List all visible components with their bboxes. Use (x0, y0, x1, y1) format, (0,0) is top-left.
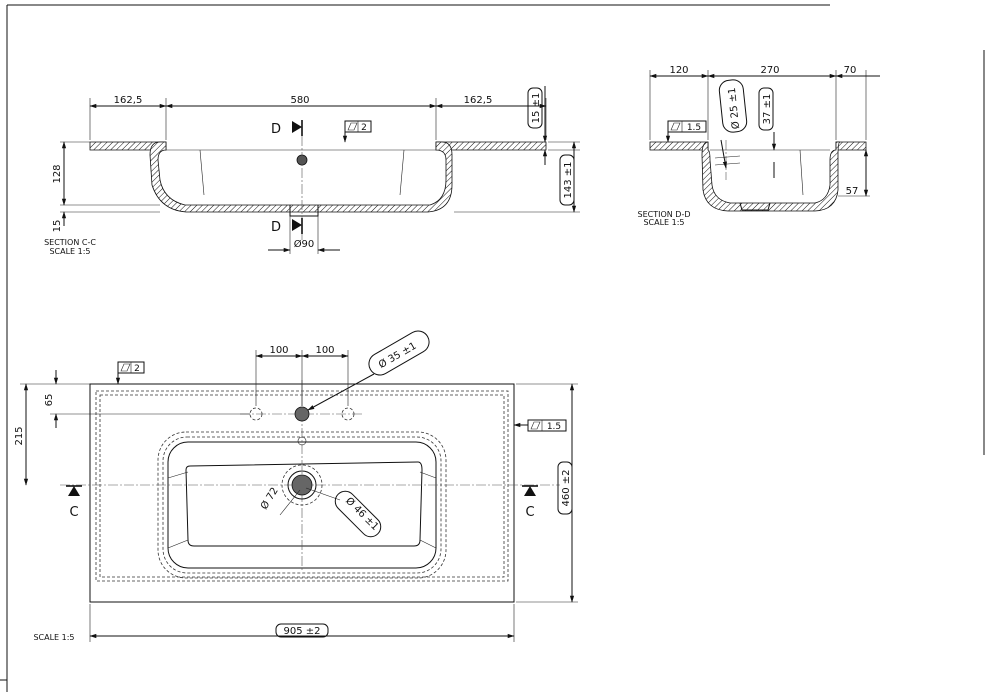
dim-to-center: 215 (14, 426, 25, 445)
section-cc: 162,5 580 162,5 15 ±1 143 ±1 128 15 2 D … (44, 86, 580, 256)
dim-dd-side: 57 (846, 186, 859, 197)
plan-scale: SCALE 1:5 (33, 633, 74, 642)
dim-cc-left: 162,5 (114, 95, 143, 106)
dim-width: 905 ±2 (283, 626, 320, 637)
dim-cc-drain: Ø90 (294, 238, 315, 250)
cc-cut-letter-top: D (271, 122, 281, 137)
section-cc-title: SECTION C-C (44, 238, 96, 247)
cc-cut-letter-bottom: D (271, 220, 281, 235)
section-dd: 120 270 70 Ø 25 ±1 37 ±1 57 1.5 SECTION … (638, 65, 880, 227)
plan-flatness-right-value: 1.5 (547, 422, 561, 432)
dim-drain-inner: Ø 46 ±1 (343, 495, 381, 533)
sheet-frame (0, 4, 985, 692)
dim-hole-spacing-right: 100 (315, 345, 334, 356)
plan-cut-letter-left: C (69, 505, 78, 520)
plan-cut-letter-right: C (525, 505, 534, 520)
dim-edge-offset: 65 (44, 394, 55, 407)
dim-dd-depth: 37 ±1 (762, 94, 773, 125)
cc-flatness-value: 2 (361, 123, 367, 133)
section-dd-title: SECTION D-D (638, 210, 691, 219)
dim-cc-height: 128 (52, 164, 63, 183)
dim-dd-left: 120 (669, 65, 688, 76)
dim-drain-outer: Ø 72 (258, 485, 281, 512)
dim-dd-hole: Ø 25 ±1 (726, 87, 742, 130)
dim-hole-spacing-left: 100 (269, 345, 288, 356)
section-cc-scale: SCALE 1:5 (49, 247, 90, 256)
plan-view: 100 100 Ø 35 ±1 65 215 460 ±2 905 ±2 Ø 7… (14, 330, 578, 642)
dd-flatness-value: 1.5 (687, 123, 701, 133)
dim-dd-middle: 270 (760, 65, 779, 76)
dim-depth: 460 ±2 (561, 469, 572, 506)
dim-cc-right: 162,5 (464, 95, 493, 106)
dim-cc-thk: 15 ±1 (531, 93, 542, 124)
plan-flatness-top-value: 2 (134, 364, 140, 374)
dim-cc-middle: 580 (290, 95, 309, 106)
dim-dd-right: 70 (844, 65, 857, 76)
section-dd-scale: SCALE 1:5 (643, 218, 684, 227)
dim-cc-bottom: 15 (52, 220, 63, 233)
dim-cc-total-h: 143 ±1 (563, 161, 574, 198)
